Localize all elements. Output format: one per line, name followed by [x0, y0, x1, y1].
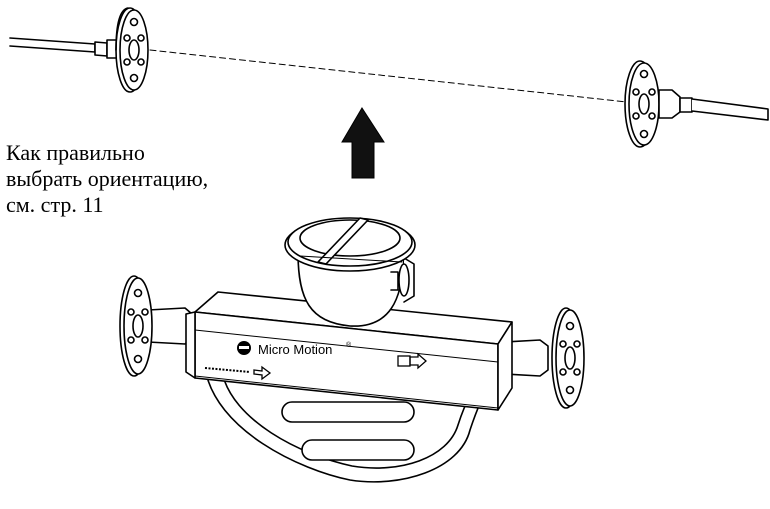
right-pipeline-flange — [624, 60, 660, 148]
caption-line-2: выбрать ориентацию, — [6, 166, 209, 191]
up-arrow-icon — [341, 107, 385, 179]
orientation-note: Как правильно выбрать ориентацию, см. ст… — [6, 140, 256, 218]
left-pipeline-flange — [115, 7, 149, 93]
meter-left-flange — [119, 275, 193, 377]
meter-right-flange — [504, 307, 585, 409]
left-pipe — [9, 37, 119, 59]
right-pipe — [658, 89, 769, 121]
pipeline-centerline — [149, 49, 637, 104]
brand-trademark: ® — [346, 341, 352, 349]
brand-label: Micro Motion — [258, 342, 332, 357]
caption-line-3: см. стр. 11 — [6, 192, 104, 217]
caption-line-1: Как правильно — [6, 140, 145, 165]
micro-motion-logo-icon — [237, 341, 251, 355]
flow-direction-arrow-icon — [204, 352, 427, 381]
transmitter-housing — [284, 217, 416, 327]
